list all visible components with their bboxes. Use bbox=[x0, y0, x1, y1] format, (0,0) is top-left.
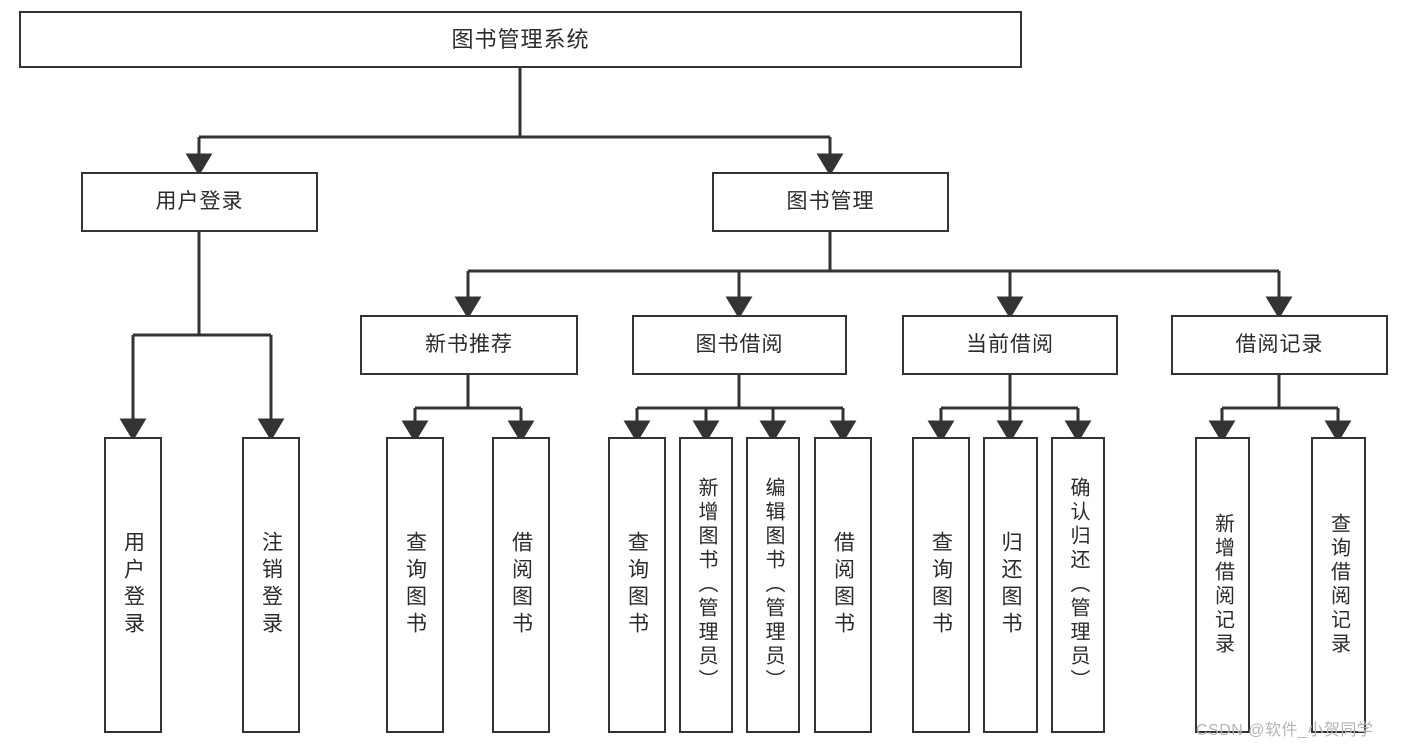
leaf-edit-book-admin[interactable]: 编辑图书（管理员） bbox=[746, 437, 800, 733]
node-label: 用户登录 bbox=[155, 189, 244, 213]
leaf-query-borrow-record[interactable]: 查询借阅记录 bbox=[1311, 437, 1366, 733]
leaf-label: 查询图书 bbox=[929, 531, 953, 639]
leaf-label: 新增借阅记录 bbox=[1211, 513, 1234, 657]
leaf-add-book-admin[interactable]: 新增图书（管理员） bbox=[679, 437, 733, 733]
leaf-label: 注销登录 bbox=[259, 531, 283, 639]
node-label: 图书管理 bbox=[786, 189, 875, 213]
node-user-login[interactable]: 用户登录 bbox=[81, 172, 318, 232]
leaf-label: 编辑图书（管理员） bbox=[762, 477, 784, 693]
leaf-query-books-new[interactable]: 查询图书 bbox=[386, 437, 444, 733]
leaf-borrow-books-borrow[interactable]: 借阅图书 bbox=[814, 437, 872, 733]
node-label: 当前借阅 bbox=[966, 332, 1054, 356]
leaf-label: 借阅图书 bbox=[509, 531, 533, 639]
leaf-query-books-current[interactable]: 查询图书 bbox=[912, 437, 970, 733]
node-label: 借阅记录 bbox=[1235, 332, 1324, 356]
node-label: 图书借阅 bbox=[695, 332, 784, 356]
leaf-borrow-books-new[interactable]: 借阅图书 bbox=[492, 437, 550, 733]
leaf-label: 查询图书 bbox=[625, 531, 649, 639]
leaf-label: 用户登录 bbox=[121, 531, 145, 639]
node-current-borrowing[interactable]: 当前借阅 bbox=[902, 315, 1118, 375]
leaf-logout[interactable]: 注销登录 bbox=[242, 437, 300, 733]
leaf-user-login[interactable]: 用户登录 bbox=[104, 437, 162, 733]
node-book-borrowing[interactable]: 图书借阅 bbox=[632, 315, 847, 375]
node-label: 图书管理系统 bbox=[451, 26, 590, 52]
leaf-label: 借阅图书 bbox=[831, 531, 855, 639]
node-new-book-recommendation[interactable]: 新书推荐 bbox=[360, 315, 578, 375]
leaf-query-books-borrow[interactable]: 查询图书 bbox=[608, 437, 666, 733]
leaf-confirm-return-admin[interactable]: 确认归还（管理员） bbox=[1051, 437, 1105, 733]
leaf-label: 确认归还（管理员） bbox=[1067, 477, 1089, 693]
watermark: CSDN @软件_小贺同学 bbox=[1196, 722, 1374, 739]
leaf-label: 归还图书 bbox=[999, 531, 1022, 639]
leaf-label: 新增图书（管理员） bbox=[695, 477, 717, 693]
leaf-label: 查询图书 bbox=[403, 531, 427, 639]
node-book-management[interactable]: 图书管理 bbox=[712, 172, 949, 232]
leaf-label: 查询借阅记录 bbox=[1327, 513, 1350, 657]
leaf-add-borrow-record[interactable]: 新增借阅记录 bbox=[1195, 437, 1250, 733]
node-root-system[interactable]: 图书管理系统 bbox=[19, 11, 1022, 68]
node-borrowing-record[interactable]: 借阅记录 bbox=[1171, 315, 1388, 375]
leaf-return-books[interactable]: 归还图书 bbox=[983, 437, 1038, 733]
node-label: 新书推荐 bbox=[425, 332, 513, 356]
